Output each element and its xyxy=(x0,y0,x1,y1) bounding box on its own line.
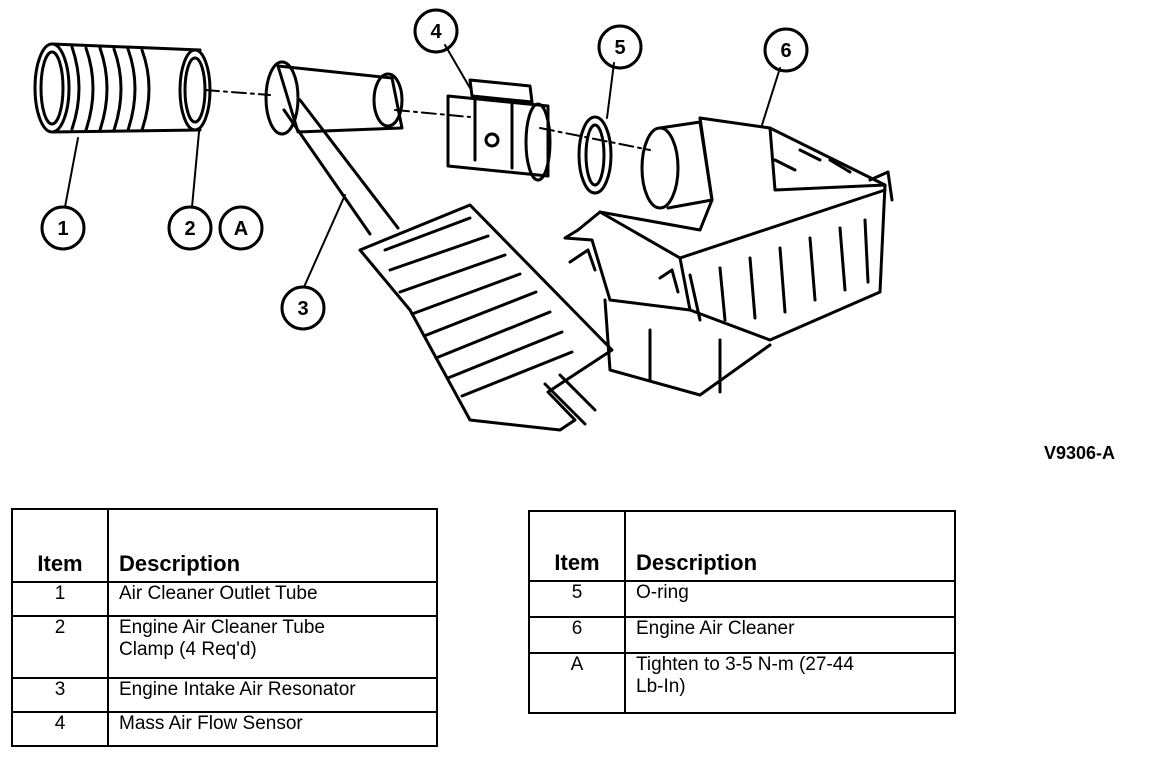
item-description: Tighten to 3-5 N-m (27-44 Lb-In) xyxy=(624,652,956,714)
callout-4-circle xyxy=(413,8,459,54)
legend-table-left: Item Description 1 Air Cleaner Outlet Tu… xyxy=(11,508,438,747)
item-column-header: Item xyxy=(528,510,626,582)
item-description: Engine Air Cleaner Tube Clamp (4 Req'd) xyxy=(107,615,438,679)
item-number: 5 xyxy=(528,580,626,618)
item-number: 3 xyxy=(11,677,109,713)
item-description: Engine Intake Air Resonator xyxy=(107,677,438,713)
callout-1-label: 1 xyxy=(57,218,68,240)
callout-5-circle xyxy=(597,24,643,70)
item-description: Engine Air Cleaner xyxy=(624,616,956,654)
callout-6-circle xyxy=(763,27,809,73)
table-row: 1 Air Cleaner Outlet Tube xyxy=(11,581,438,617)
leader-lines xyxy=(64,44,781,288)
item-number: 4 xyxy=(11,711,109,747)
callout-a-label: A xyxy=(234,218,248,240)
callout-4-label: 4 xyxy=(430,21,442,43)
callout-2-label: 2 xyxy=(184,218,195,240)
item-number: 6 xyxy=(528,616,626,654)
air-cleaner-outlet-tube-drawing xyxy=(33,42,212,134)
mass-air-flow-sensor-drawing xyxy=(446,78,552,182)
item-column-header: Item xyxy=(11,508,109,583)
legend-header-row: Item Description xyxy=(528,510,956,582)
callout-5-label: 5 xyxy=(614,37,625,59)
table-row: 4 Mass Air Flow Sensor xyxy=(11,711,438,747)
table-row: 2 Engine Air Cleaner Tube Clamp (4 Req'd… xyxy=(11,615,438,679)
callout-a-circle xyxy=(218,205,264,251)
callout-6-label: 6 xyxy=(780,40,791,62)
callout-2-circle xyxy=(167,205,213,251)
item-number: A xyxy=(528,652,626,714)
exploded-parts-diagram: 1 2 A 3 4 5 6 xyxy=(33,8,894,432)
item-description: Air Cleaner Outlet Tube xyxy=(107,581,438,617)
callout-3-circle xyxy=(280,285,326,331)
callout-1-circle xyxy=(40,205,86,251)
description-column-header: Description xyxy=(624,510,956,582)
legend-header-row: Item Description xyxy=(11,508,438,583)
alignment-centerline xyxy=(204,89,651,151)
engine-intake-air-resonator-drawing xyxy=(264,60,614,432)
o-ring-drawing xyxy=(577,115,613,195)
callout-3-label: 3 xyxy=(297,298,308,320)
figure-code: V9306-A xyxy=(1044,443,1116,463)
table-row: 5 O-ring xyxy=(528,580,956,618)
item-number: 2 xyxy=(11,615,109,679)
legend-table-right: Item Description 5 O-ring 6 Engine Air C… xyxy=(528,510,956,714)
table-row: A Tighten to 3-5 N-m (27-44 Lb-In) xyxy=(528,652,956,714)
item-description: Mass Air Flow Sensor xyxy=(107,711,438,747)
table-row: 3 Engine Intake Air Resonator xyxy=(11,677,438,713)
engine-air-cleaner-drawing xyxy=(563,116,894,397)
item-description: O-ring xyxy=(624,580,956,618)
description-column-header: Description xyxy=(107,508,438,583)
item-number: 1 xyxy=(11,581,109,617)
table-row: 6 Engine Air Cleaner xyxy=(528,616,956,654)
